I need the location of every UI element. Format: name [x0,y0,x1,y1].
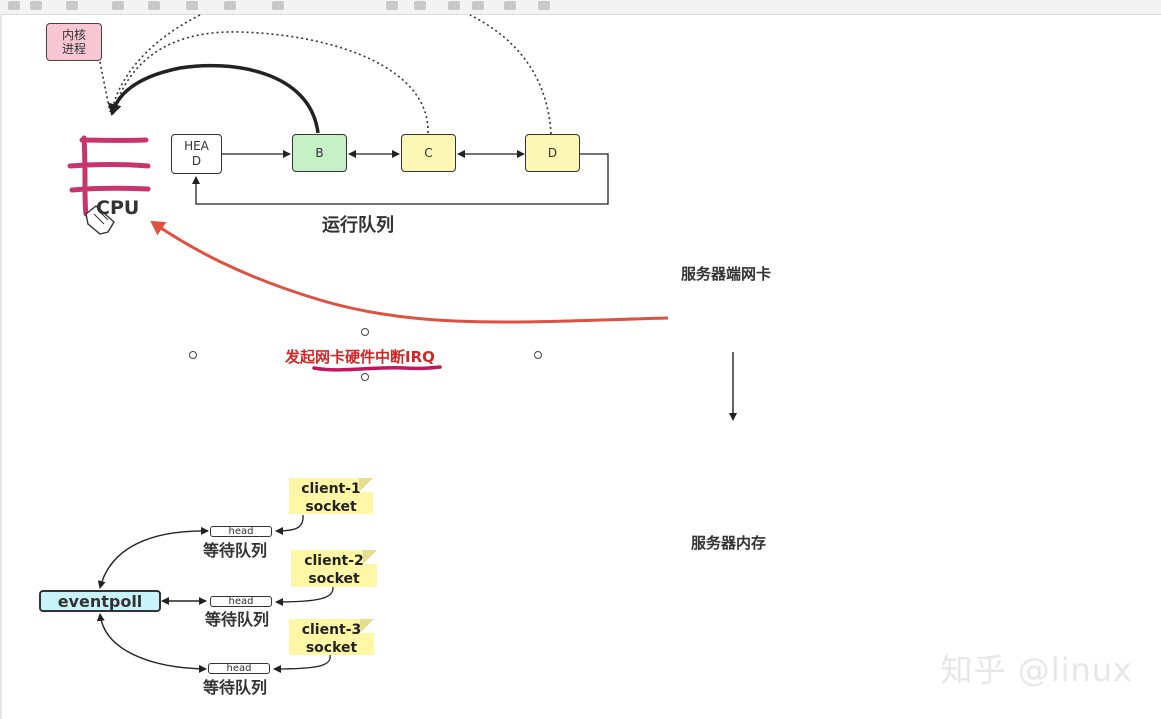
link-eventpoll-wq3 [96,613,207,673]
wait-queue-2-head[interactable]: head [210,596,272,607]
link-socket1-head [275,514,304,535]
fill-icon[interactable] [112,1,124,10]
selection-handle-right[interactable] [534,351,542,359]
selection-handle-bottom[interactable] [361,373,369,381]
cursor-hand-icon [85,205,115,235]
eventpoll-box[interactable]: eventpoll [39,590,161,612]
wait-queue-3-label: 等待队列 [203,678,268,697]
selection-handle-top[interactable] [361,328,369,336]
dotted-arc-from-d [469,14,552,135]
line-style-icon[interactable] [224,1,236,10]
client-2-socket-note[interactable]: client-2 socket [291,550,377,587]
wait-queue-2-label: 等待队列 [205,610,270,629]
line-color-icon[interactable] [148,1,160,10]
link-socket3-head [273,654,331,673]
link-d-head-loop [192,153,609,205]
run-queue-node-b[interactable]: B [292,134,347,172]
paste-icon[interactable] [472,1,484,10]
arrow-start-icon[interactable] [386,1,398,10]
kernel-process-box[interactable]: 内核 进程 [46,23,102,61]
shadow-icon[interactable] [186,1,198,10]
toolbar [0,0,1161,15]
schedule-arrow-b-to-cpu [107,63,320,134]
irq-label[interactable]: 发起网卡硬件中断IRQ [285,348,435,366]
irq-underline-highlight [312,365,442,372]
run-queue-label: 运行队列 [322,215,394,236]
client-3-socket-note[interactable]: client-3 socket [289,619,374,656]
cpu-label: CPU [96,197,140,219]
run-queue-node-c[interactable]: C [401,134,456,172]
font-icon[interactable] [8,1,20,10]
link-socket2-head [275,586,334,606]
selection-handle-left[interactable] [189,351,197,359]
dotted-arc-kernel [99,61,111,113]
dotted-arc-from-c [113,31,429,134]
copy-icon[interactable] [448,1,460,10]
link-icon[interactable] [504,1,516,10]
wait-queue-3-head[interactable]: head [208,663,270,674]
dotted-arc-from-top [111,14,201,111]
connector-icon[interactable] [272,1,284,10]
text-color-icon[interactable] [30,1,42,10]
nic-label: 服务器端网卡 [681,265,772,283]
canvas-edge [0,14,2,719]
note-fold-icon [363,550,377,564]
align-icon[interactable] [66,1,78,10]
arrow-end-icon[interactable] [414,1,426,10]
zhihu-watermark: 知乎 @linux [940,651,1133,689]
client-1-socket-text: client-1 socket [301,481,361,515]
note-fold-icon [359,478,373,492]
run-queue-head-node[interactable]: HEA D [171,134,222,174]
run-queue-node-d[interactable]: D [525,134,580,172]
wait-queue-1-label: 等待队列 [203,541,268,560]
link-eventpoll-wq1 [97,526,209,589]
cpu-highlight-strokes [67,135,151,217]
client-2-socket-text: client-2 socket [304,553,364,587]
client-3-socket-text: client-3 socket [301,622,362,656]
note-fold-icon [360,619,374,633]
memory-label: 服务器内存 [691,534,767,552]
client-1-socket-note[interactable]: client-1 socket [289,478,373,515]
irq-arrow [150,220,669,324]
format-painter-icon[interactable] [538,1,550,10]
wait-queue-1-head[interactable]: head [210,526,272,537]
